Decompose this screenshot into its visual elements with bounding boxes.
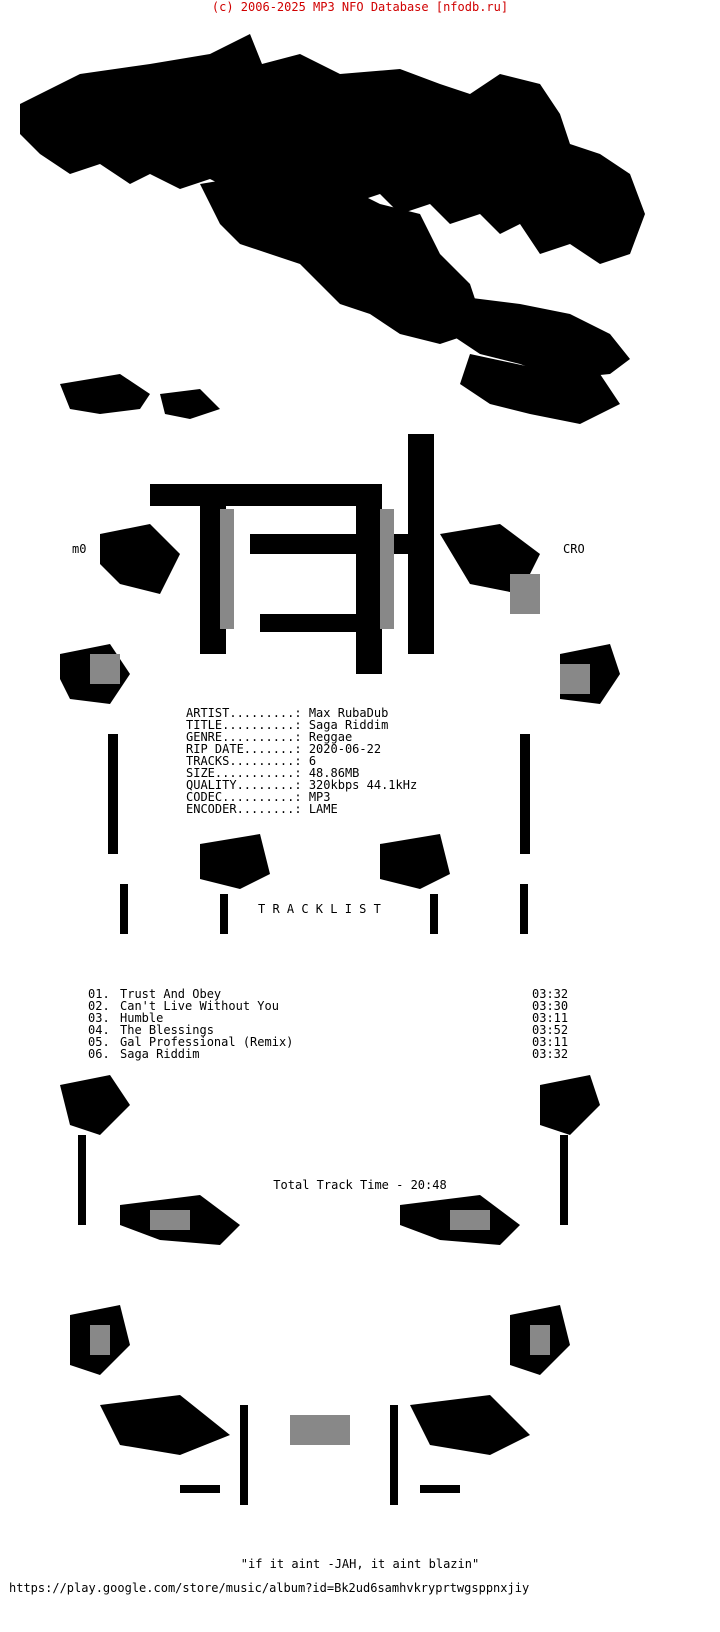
info-value: 48.86MB [308,766,360,780]
info-row: RIP DATE.......: 2020-06-22 [186,743,417,755]
copyright-header: (c) 2006-2025 MP3 NFO Database [nfodb.ru… [211,0,509,14]
info-value: Saga Riddim [308,718,389,732]
info-value: Max RubaDub [308,706,389,720]
tagline-quote: "if it aint -JAH, it aint blazin" [240,1557,480,1571]
info-label: QUALITY........: [186,778,302,792]
info-value: MP3 [308,790,331,804]
info-label: TRACKS.........: [186,754,302,768]
track-list: 01. Trust And Obey 03:32 02. Can't Live With… [88,988,608,1060]
track-time: 03:11 [532,1035,569,1049]
info-label: ENCODER........: [186,802,302,816]
tracklist-heading: T R A C K L I S T [258,902,381,916]
info-value: LAME [308,802,338,816]
info-label: GENRE..........: [186,730,302,744]
info-label: RIP DATE.......: [186,742,302,756]
track-title: Gal Professional (Remix) [120,1035,294,1049]
track-title: Can't Live Without You [120,999,279,1013]
ascii-art-bottom [60,1075,600,1505]
info-row: ARTIST.........: Max RubaDub [186,707,417,719]
info-row: TRACKS.........: 6 [186,755,417,767]
info-row: TITLE..........: Saga Riddim [186,719,417,731]
track-num: 04. [88,1023,110,1037]
track-time: 03:11 [532,1011,569,1025]
info-label: ARTIST.........: [186,706,302,720]
store-link[interactable]: https://play.google.com/store/music/albu… [9,1581,530,1595]
total-track-time: Total Track Time - 20:48 [273,1178,447,1192]
track-title: The Blessings [120,1023,214,1037]
info-row: QUALITY........: 320kbps 44.1kHz [186,779,417,791]
info-row: SIZE...........: 48.86MB [186,767,417,779]
info-row: CODEC..........: MP3 [186,791,417,803]
track-title: Saga Riddim [120,1047,200,1061]
info-label: CODEC..........: [186,790,302,804]
track-row: 01. Trust And Obey 03:32 [88,988,608,1000]
info-row: ENCODER........: LAME [186,803,417,815]
info-label: TITLE..........: [186,718,302,732]
track-title: Trust And Obey [120,987,222,1001]
info-value: 320kbps 44.1kHz [308,778,418,792]
track-num: 05. [88,1035,110,1049]
info-value: 2020-06-22 [308,742,382,756]
track-row: 05. Gal Professional (Remix) 03:11 [88,1036,608,1048]
track-num: 03. [88,1011,110,1025]
track-time: 03:52 [532,1023,569,1037]
info-label: SIZE...........: [186,766,302,780]
left-side-tag: m0 [72,542,87,556]
track-num: 06. [88,1047,110,1061]
info-row: GENRE..........: Reggae [186,731,417,743]
info-value: Reggae [308,730,353,744]
track-row: 02. Can't Live Without You 03:30 [88,1000,608,1012]
track-num: 02. [88,999,110,1013]
info-value: 6 [308,754,317,768]
track-title: Humble [120,1011,164,1025]
track-row: 03. Humble 03:11 [88,1012,608,1024]
track-time: 03:32 [532,987,569,1001]
right-side-tag: CRO [563,542,585,556]
track-num: 01. [88,987,110,1001]
ascii-art-top [20,34,645,934]
track-row: 04. The Blessings 03:52 [88,1024,608,1036]
track-time: 03:30 [532,999,569,1013]
track-time: 03:32 [532,1047,569,1061]
track-row: 06. Saga Riddim 03:32 [88,1048,608,1060]
